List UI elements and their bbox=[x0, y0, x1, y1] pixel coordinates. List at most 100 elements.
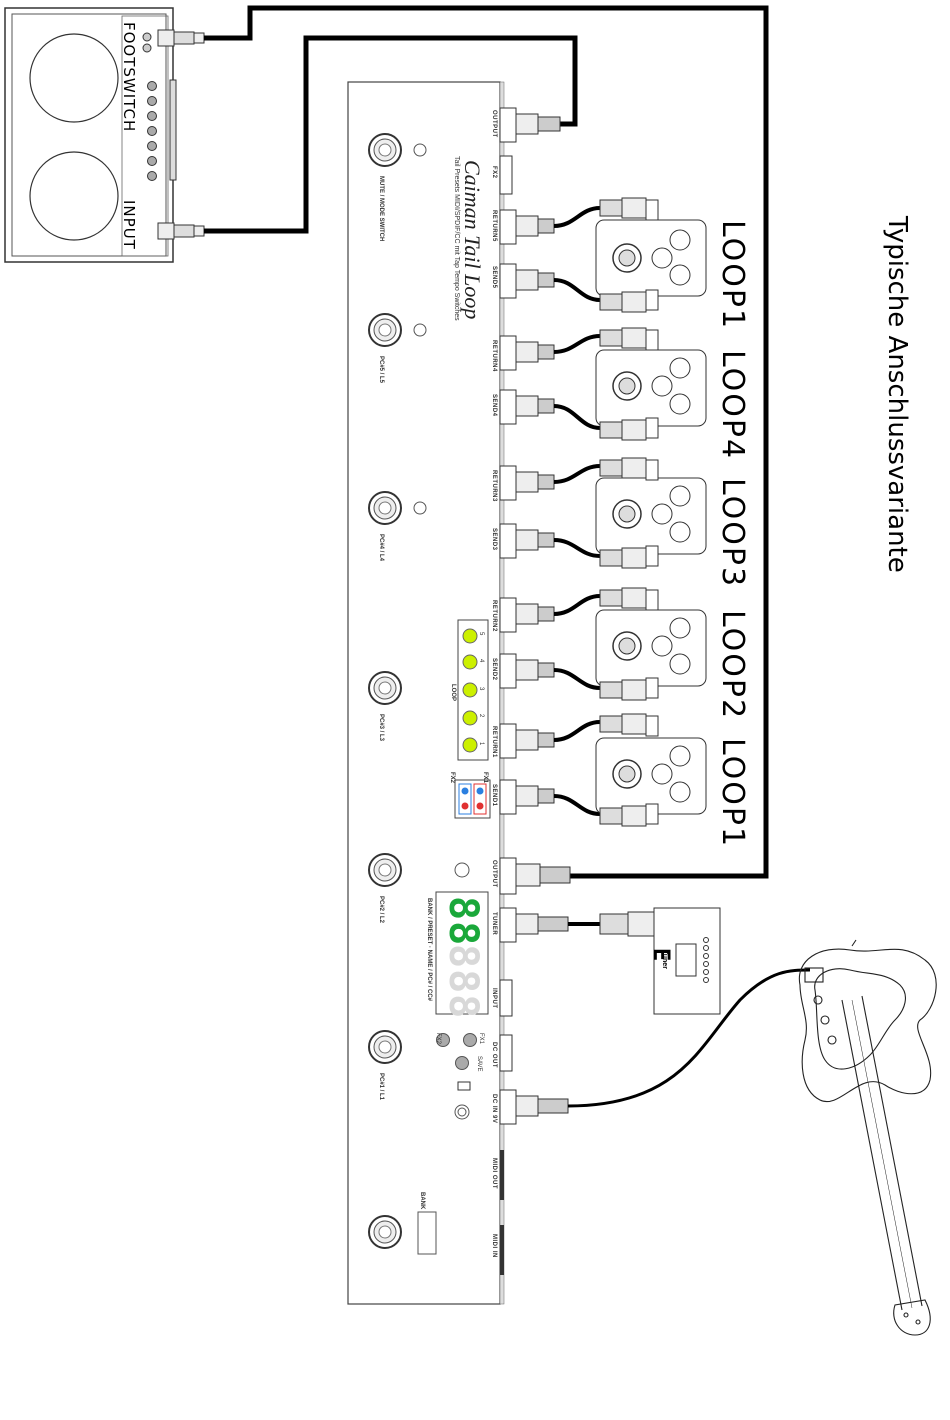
jack-label-send4: SEND4 bbox=[491, 394, 497, 417]
jack-label-send2: SEND2 bbox=[491, 658, 497, 681]
jack-label-midi-in: MIDI IN bbox=[491, 1234, 497, 1258]
amp-input-label: INPUT bbox=[120, 200, 138, 250]
loop-label: LOOP1 bbox=[715, 220, 750, 331]
jack-label-tuner: TUNER bbox=[491, 912, 497, 936]
jack-label-return3: RETURN3 bbox=[491, 470, 497, 502]
loop-led-4 bbox=[462, 654, 478, 670]
loop-led-3 bbox=[462, 682, 478, 698]
jack-output1 bbox=[499, 107, 561, 143]
loop-led-label: LOOP bbox=[450, 684, 456, 702]
jack-send3 bbox=[499, 523, 555, 559]
footswitch-bank bbox=[368, 1211, 437, 1255]
jack-label-return2: RETURN2 bbox=[491, 600, 497, 632]
amp-footswitch-label: FOOTSWITCH bbox=[120, 22, 138, 133]
jack-label-input: INPUT bbox=[491, 988, 497, 1009]
jack-midi-in bbox=[500, 1225, 504, 1275]
display-digits-off: 888 bbox=[440, 944, 486, 1020]
save-button-label: SAVE bbox=[476, 1056, 482, 1072]
jack-label-dcin: DC IN 9V bbox=[491, 1094, 497, 1124]
tuner-label: Tuner bbox=[661, 950, 668, 969]
loop-led-number: 4 bbox=[478, 659, 484, 663]
jack-input bbox=[499, 979, 513, 1017]
pedal-loop1-top bbox=[595, 197, 707, 313]
loop-led-number: 5 bbox=[478, 632, 484, 636]
jack-dcin bbox=[499, 1089, 569, 1125]
switch-label-4: PC#4 / L4 bbox=[378, 534, 384, 562]
loop-label: LOOP1 bbox=[715, 738, 750, 849]
jack-dcout bbox=[499, 1034, 513, 1072]
display-digits: 88 bbox=[440, 896, 486, 947]
footswitches bbox=[368, 133, 470, 1255]
jack-label-dcout: DC OUT bbox=[491, 1042, 497, 1068]
fx1-button bbox=[463, 1033, 477, 1047]
footswitch-1 bbox=[368, 1030, 402, 1064]
patch-cables bbox=[553, 206, 601, 926]
amp bbox=[4, 7, 177, 263]
tuner bbox=[599, 907, 721, 1015]
jack-label-return5: RETURN5 bbox=[491, 210, 497, 242]
guitar-cable bbox=[567, 968, 811, 1108]
jack-return1 bbox=[499, 723, 555, 759]
switch-label-mute: MUTE / MODE SWITCH bbox=[378, 176, 384, 242]
jack-send2 bbox=[499, 653, 555, 689]
pedal-loop2 bbox=[595, 587, 707, 701]
fx2-button-label: FX2 bbox=[435, 1033, 441, 1045]
jack-return3 bbox=[499, 465, 555, 501]
pedals bbox=[595, 197, 707, 827]
speaker-icon bbox=[29, 151, 119, 241]
amp-input-plug bbox=[157, 222, 205, 240]
jack-label-midi-out: MIDI OUT bbox=[491, 1158, 497, 1189]
loop-label: LOOP3 bbox=[715, 478, 750, 589]
fx1-label: FX1 bbox=[482, 772, 488, 784]
jack-label-send5: SEND5 bbox=[491, 266, 497, 289]
fx1-button-label: FX1 bbox=[478, 1033, 484, 1045]
cables bbox=[204, 5, 769, 879]
jack-label-output: OUTPUT bbox=[491, 860, 497, 888]
loop-led-5 bbox=[462, 628, 478, 644]
jack-label-fx2: FX2 bbox=[491, 166, 497, 179]
jack-return2 bbox=[499, 597, 555, 633]
jack-label-output1: OUTPUT bbox=[491, 110, 497, 138]
amp-footswitch-plug bbox=[157, 29, 205, 47]
footswitch-2 bbox=[368, 853, 470, 887]
jack-send4 bbox=[499, 389, 555, 425]
jack-fx2 bbox=[499, 155, 513, 195]
device-tagline: Tail Presets MIDI/SPDIF/CC mit Tap Tempo… bbox=[453, 156, 460, 321]
speaker-icon bbox=[29, 33, 119, 123]
switch-label-1: PC#1 / L1 bbox=[378, 1073, 384, 1101]
jack-send5 bbox=[499, 263, 555, 299]
jack-return5 bbox=[499, 209, 555, 245]
jack-return4 bbox=[499, 335, 555, 371]
jack-output bbox=[499, 857, 571, 895]
footswitch-5 bbox=[368, 313, 427, 347]
loop-led-number: 1 bbox=[478, 742, 484, 746]
control-buttons bbox=[436, 1033, 477, 1120]
diagram-title: Typische Anschlussvariante bbox=[882, 216, 912, 573]
loop-label: LOOP4 bbox=[715, 350, 750, 461]
jack-tuner bbox=[499, 907, 569, 943]
jack-midi-out bbox=[500, 1150, 504, 1200]
switch-label-5: PC#5 / L5 bbox=[378, 356, 384, 384]
pedal-loop1-bottom bbox=[595, 713, 707, 827]
switch-label-bank: BANK bbox=[419, 1192, 425, 1210]
jack-label-return1: RETURN1 bbox=[491, 726, 497, 758]
footswitch-4 bbox=[368, 491, 427, 525]
loop-led-1 bbox=[462, 737, 478, 753]
loop-led-panel bbox=[457, 619, 489, 761]
fx2-label: FX2 bbox=[449, 772, 455, 784]
fx-led-panel bbox=[454, 779, 491, 819]
switch-label-2: PC#2 / L2 bbox=[378, 896, 384, 924]
footswitch-3 bbox=[368, 671, 402, 705]
footswitch-mute bbox=[368, 133, 427, 167]
device-jacks bbox=[499, 107, 571, 1275]
display-legend: BANK / PRESET · NAME / PC# / CC# bbox=[426, 898, 432, 1002]
save-button bbox=[455, 1056, 469, 1070]
jack-label-send1: SEND1 bbox=[491, 784, 497, 807]
display-frame bbox=[435, 891, 489, 1015]
loop-led-2 bbox=[462, 710, 478, 726]
jack-label-send3: SEND3 bbox=[491, 528, 497, 551]
loop-label: LOOP2 bbox=[715, 610, 750, 721]
jack-send1 bbox=[499, 779, 555, 815]
fx2-button bbox=[436, 1033, 450, 1047]
